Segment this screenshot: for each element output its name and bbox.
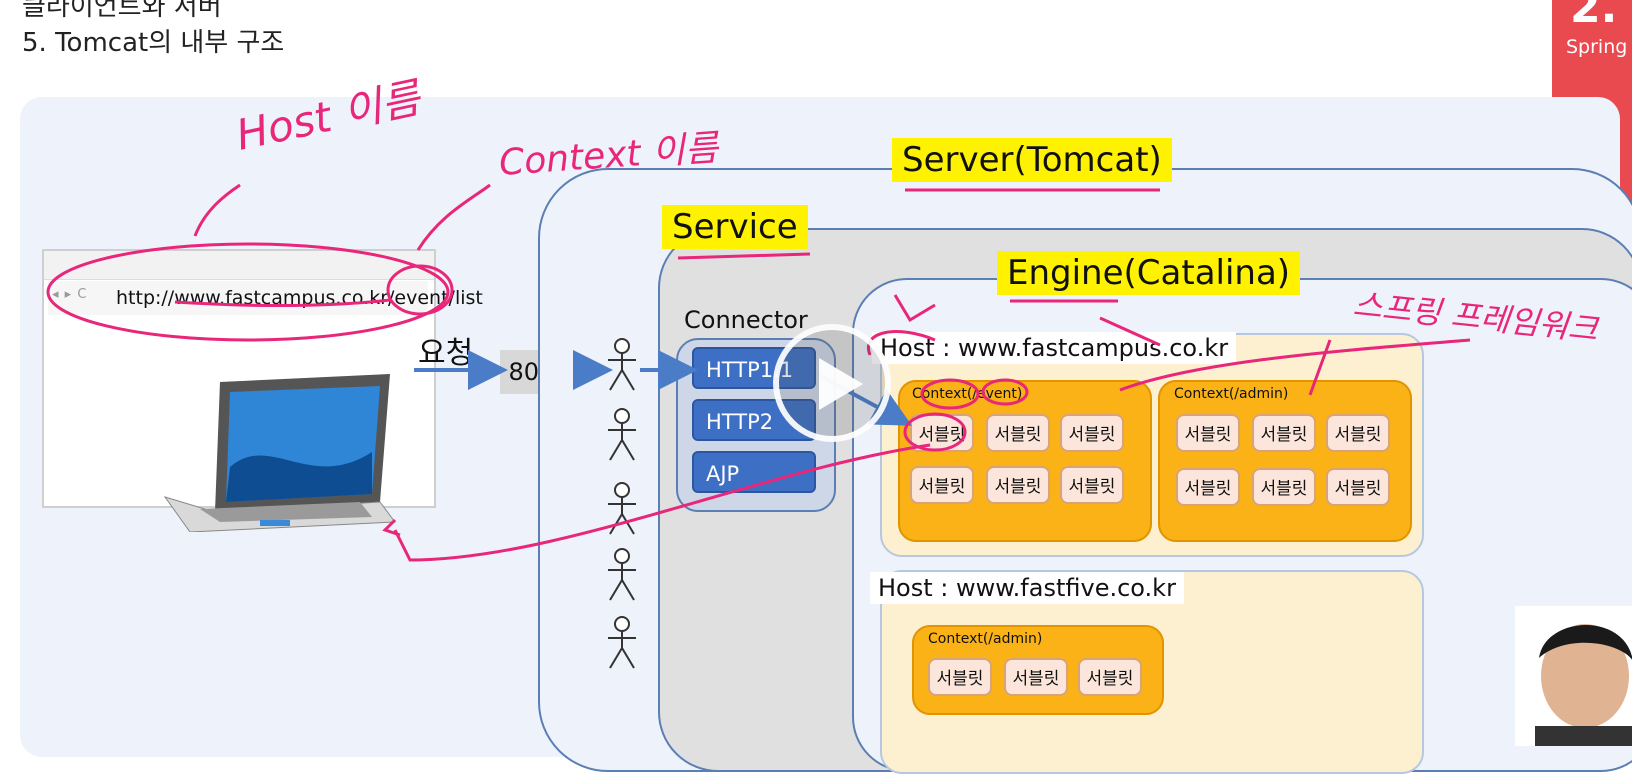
thread-icons xyxy=(608,338,636,669)
servlet: 서블릿 xyxy=(1252,414,1316,452)
chapter-title: Spring xyxy=(1566,36,1628,58)
presenter-webcam xyxy=(1515,606,1632,746)
servlet: 서블릿 xyxy=(1252,468,1316,506)
annotation-spring-framework: 스프링 프레임워크 xyxy=(1351,285,1601,349)
protocol-http2: HTTP2 xyxy=(692,399,816,441)
servlet: 서블릿 xyxy=(928,658,992,696)
servlet: 서블릿 xyxy=(1326,468,1390,506)
server-label: Server(Tomcat) xyxy=(892,138,1172,182)
browser-address-bar xyxy=(48,281,428,315)
servlet: 서블릿 xyxy=(1078,658,1142,696)
play-icon xyxy=(819,358,863,410)
context-label-admin-fastfive: Context(/admin) xyxy=(928,631,1043,647)
host-label-fastcampus: Host : www.fastcampus.co.kr xyxy=(872,332,1237,364)
context-box-admin xyxy=(1158,380,1412,542)
servlet: 서블릿 xyxy=(910,466,974,504)
context-label-event: Context(/event) xyxy=(912,386,1023,402)
engine-label: Engine(Catalina) xyxy=(997,251,1301,295)
servlet: 서블릿 xyxy=(1176,468,1240,506)
context-label-admin: Context(/admin) xyxy=(1174,386,1289,402)
servlet: 서블릿 xyxy=(1004,658,1068,696)
annotation-host-name: Host 이름 xyxy=(232,73,427,160)
servlet: 서블릿 xyxy=(986,414,1050,452)
slide-heading: 5. Tomcat의 내부 구조 xyxy=(22,28,285,58)
video-play-button[interactable] xyxy=(773,324,891,442)
servlet: 서블릿 xyxy=(986,466,1050,504)
servlet: 서블릿 xyxy=(1176,414,1240,452)
protocol-ajp: AJP xyxy=(692,451,816,493)
request-label: 요청 xyxy=(418,336,474,371)
slide-heading-partial: 클라이언트와 서버 xyxy=(22,0,222,22)
browser-tab-bar xyxy=(44,251,434,280)
browser-nav-icons: ◂ ▸ C xyxy=(52,287,88,302)
service-label: Service xyxy=(662,205,808,249)
host-label-fastfive: Host : www.fastfive.co.kr xyxy=(870,572,1184,604)
servlet: 서블릿 xyxy=(1060,414,1124,452)
laptop-icon xyxy=(163,374,396,532)
connector-label: Connector xyxy=(684,306,808,334)
annotation-context-name: Context 이름 xyxy=(498,128,722,184)
chapter-number: 2. xyxy=(1570,0,1618,33)
servlet: 서블릿 xyxy=(1060,466,1124,504)
servlet: 서블릿 xyxy=(1326,414,1390,452)
